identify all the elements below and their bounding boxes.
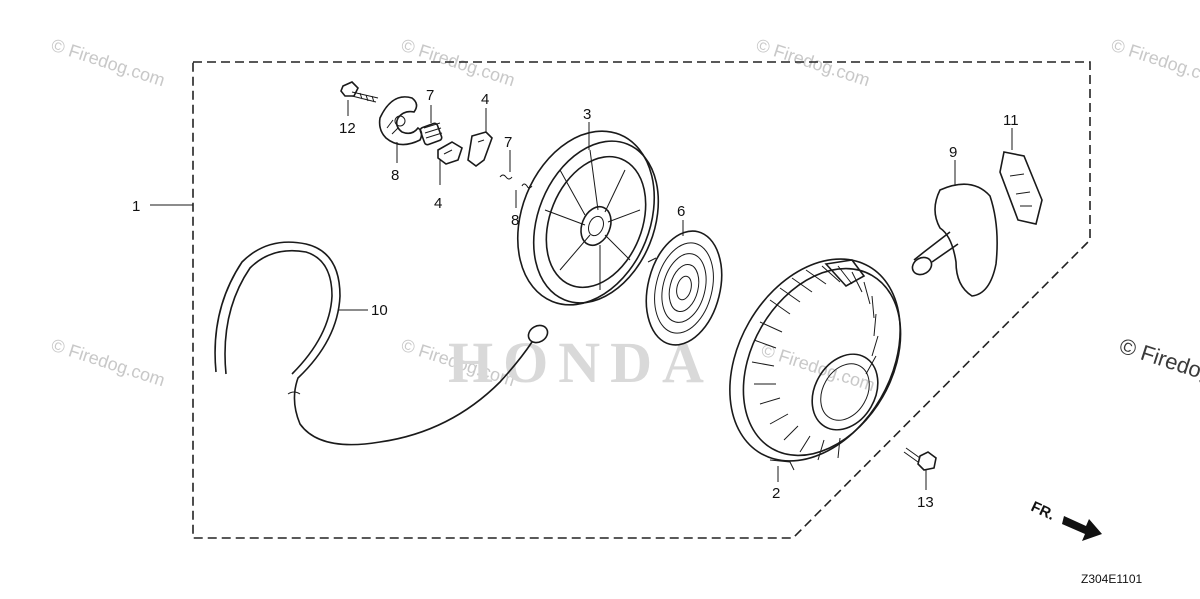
assembly-boundary <box>192 61 1091 539</box>
diagram-code: Z304E1101 <box>1081 572 1142 586</box>
callout-1: 1 <box>132 198 140 215</box>
callout-13: 13 <box>917 494 934 511</box>
watermark: © Firedog.com <box>49 35 168 91</box>
callout-12: 12 <box>339 120 356 137</box>
rope-guide-icon <box>999 151 1043 225</box>
watermark-layer: © Firedog.com © Firedog.com © Firedog.co… <box>49 35 1200 402</box>
watermark: © Firedog.com <box>49 335 168 391</box>
watermark: © Firedog.com <box>1116 333 1200 401</box>
callout-9: 9 <box>949 144 957 161</box>
callout-4b: 4 <box>434 195 442 212</box>
callout-10: 10 <box>371 302 388 319</box>
callout-8: 8 <box>391 167 399 184</box>
spring-icon <box>419 122 443 146</box>
watermark: © Firedog.com <box>759 340 878 396</box>
recoil-pulley-icon <box>516 130 660 306</box>
starter-grip-icon <box>911 183 998 297</box>
callout-6: 6 <box>677 203 685 220</box>
callout-7a: 7 <box>504 134 512 151</box>
front-arrow-icon <box>1062 516 1102 541</box>
front-label: FR. <box>1028 498 1057 524</box>
callout-11: 11 <box>1003 112 1019 129</box>
friction-plate-icon <box>378 96 423 146</box>
callout-7b: 8 <box>511 212 519 229</box>
callout-4a: 4 <box>481 91 489 108</box>
bolt-13-icon <box>903 447 937 471</box>
front-direction-marker: FR. <box>1028 498 1102 541</box>
starter-case-icon <box>729 258 902 471</box>
starter-rope-icon <box>214 241 549 446</box>
callout-3: 3 <box>583 106 591 123</box>
watermark: © Firedog.com <box>1109 35 1200 91</box>
bolt-12-icon <box>340 81 379 103</box>
callout-2: 2 <box>772 485 780 502</box>
recoil-spring-icon <box>645 230 723 346</box>
watermark: © Firedog.com <box>399 35 518 91</box>
brand-watermark: HONDA <box>448 330 714 395</box>
callout-5: 7 <box>426 87 434 104</box>
ratchet-upper-icon <box>467 131 493 167</box>
ratchet-spring-icon <box>499 174 533 189</box>
ratchet-lower-icon <box>437 141 463 165</box>
